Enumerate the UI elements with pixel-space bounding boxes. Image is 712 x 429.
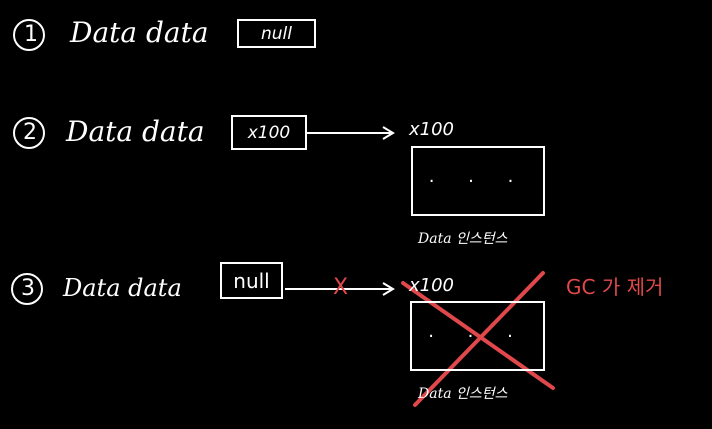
- step3-number: 3: [21, 276, 35, 301]
- step2-address-label: x100: [409, 119, 455, 140]
- step2-variable-box: x100: [231, 115, 307, 150]
- gc-removed-label: GC 가 제거: [566, 275, 664, 299]
- step3-variable-value: null: [233, 268, 270, 293]
- step3-instance-dots: · · ·: [428, 325, 527, 347]
- step2-declaration: Data data: [66, 115, 205, 148]
- step3-variable-box: null: [220, 262, 283, 299]
- step2-number-circle: [13, 117, 45, 149]
- step3-reference-arrow: [285, 282, 395, 296]
- step3-number-circle: [11, 273, 43, 305]
- step1-number-circle: [13, 19, 45, 51]
- step2-instance-box: · · ·: [411, 146, 545, 216]
- step2-instance-dots: · · ·: [428, 170, 528, 192]
- step1-variable-value: null: [261, 23, 292, 44]
- step3-cut-mark: X: [333, 275, 349, 300]
- step2-number: 2: [23, 120, 37, 145]
- step1-declaration: Data data: [70, 16, 209, 49]
- step2-instance-label: Data 인스턴스: [418, 231, 508, 247]
- step3-instance-label: Data 인스턴스: [418, 386, 508, 402]
- step3-declaration: Data data: [63, 274, 182, 302]
- step2-reference-arrow: [307, 126, 395, 140]
- step1-number: 1: [24, 22, 38, 47]
- step2-variable-value: x100: [247, 122, 291, 143]
- step3-address-label: x100: [409, 275, 455, 296]
- step3-instance-box: · · ·: [410, 301, 545, 371]
- step1-variable-box: null: [237, 19, 316, 48]
